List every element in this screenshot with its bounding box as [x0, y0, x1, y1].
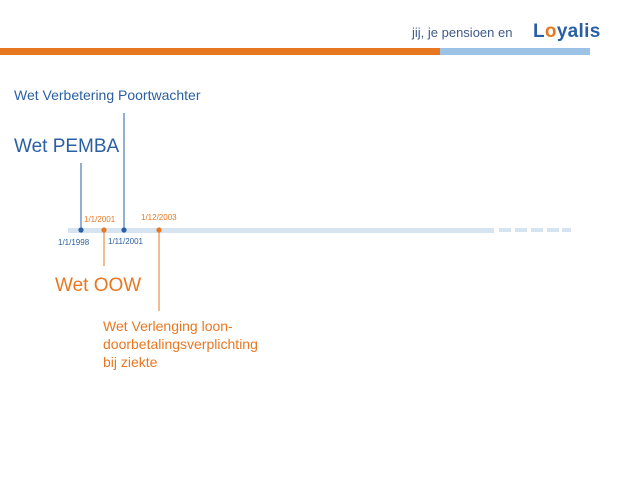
timeline-dash [515, 228, 527, 232]
timeline-dash [562, 228, 571, 232]
marker-2001b [121, 227, 127, 233]
header-bar-orange [0, 48, 440, 55]
law-verlenging-line: bij ziekte [103, 354, 158, 370]
loyalis-logo: Loyalis [533, 21, 601, 42]
brand-tagline: jij, je pensioen en [412, 25, 513, 40]
timeline-dash [499, 228, 511, 232]
timeline-dash [547, 228, 559, 232]
date-label-1998: 1/1/1998 [58, 238, 90, 247]
law-pemba: Wet PEMBA [14, 136, 120, 157]
date-label-2003: 1/12/2003 [141, 213, 177, 222]
marker-1998 [78, 227, 84, 233]
law-verlenging-line: doorbetalingsverplichting [103, 336, 258, 352]
date-label-2001: 1/1/2001 [84, 215, 116, 224]
marker-2003 [156, 227, 162, 233]
date-label-2001b: 1/11/2001 [108, 237, 143, 246]
timeline-dash [531, 228, 543, 232]
law-poortwachter: Wet Verbetering Poortwachter [14, 87, 201, 103]
marker-2001 [101, 227, 107, 233]
header-bar-blue [440, 48, 590, 55]
law-oow: Wet OOW [55, 275, 142, 296]
law-verlenging: Wet Verlenging loon- doorbetalingsverpli… [103, 317, 258, 371]
timeline-bar [68, 228, 494, 233]
law-verlenging-line: Wet Verlenging loon- [103, 318, 233, 334]
